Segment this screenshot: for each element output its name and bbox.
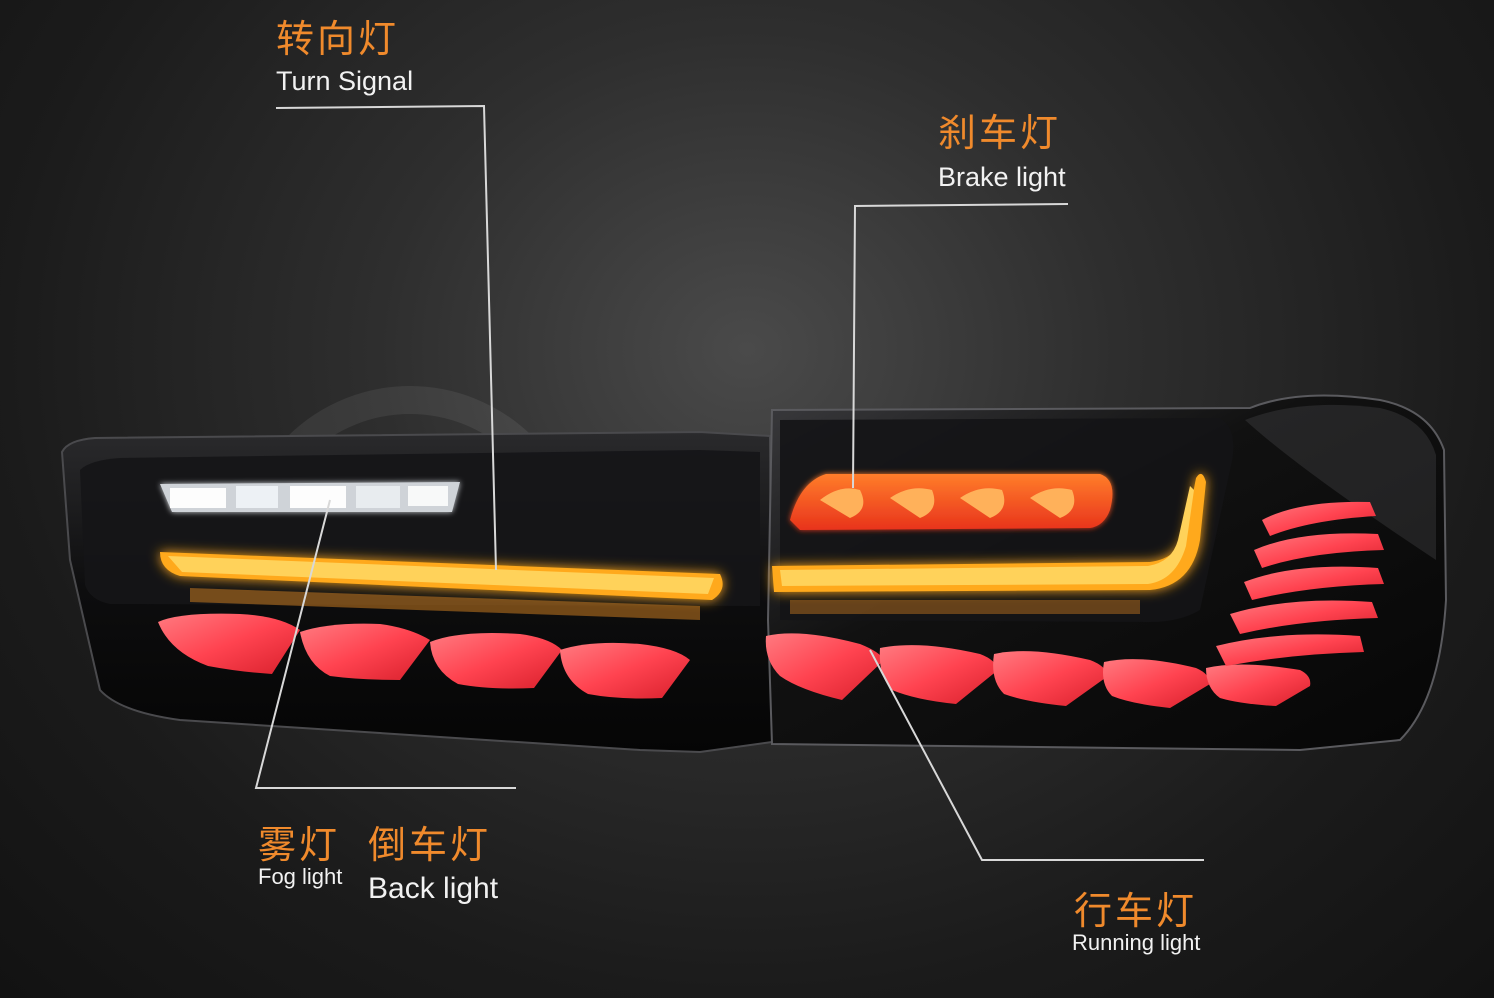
leader-lines: [254, 104, 1204, 861]
turn-signal-led: [160, 552, 723, 620]
fog-light-en-label: Fog light: [258, 864, 343, 889]
brake-light-cn-label: 刹车灯: [938, 111, 1062, 155]
fog-back-leader: [254, 499, 516, 789]
back-light-en-label: Back light: [368, 872, 499, 905]
running-light-en-label: Running light: [1072, 930, 1201, 955]
right-running-light-led: [765, 633, 1311, 708]
running-light-cn-label: 行车灯: [1074, 889, 1198, 933]
turn-signal-leader: [275, 104, 497, 571]
turn-signal-en-label: Turn Signal: [276, 66, 414, 96]
back-light-cn-label: 倒车灯: [368, 823, 492, 867]
right-tail-light: [765, 394, 1448, 752]
brake-light-led: [790, 474, 1113, 530]
brake-light-leader: [852, 203, 1069, 489]
turn-signal-cn-label: 转向灯: [276, 17, 400, 61]
left-tail-light: [60, 430, 774, 754]
fog-light-cn-label: 雾灯: [258, 823, 341, 867]
corner-running-light-led: [1216, 501, 1384, 666]
running-light-leader: [869, 649, 1204, 861]
left-running-light-led: [158, 613, 690, 699]
right-turn-signal-led: [772, 473, 1206, 614]
brake-light-en-label: Brake light: [938, 162, 1066, 192]
back-light-led: [160, 482, 460, 512]
